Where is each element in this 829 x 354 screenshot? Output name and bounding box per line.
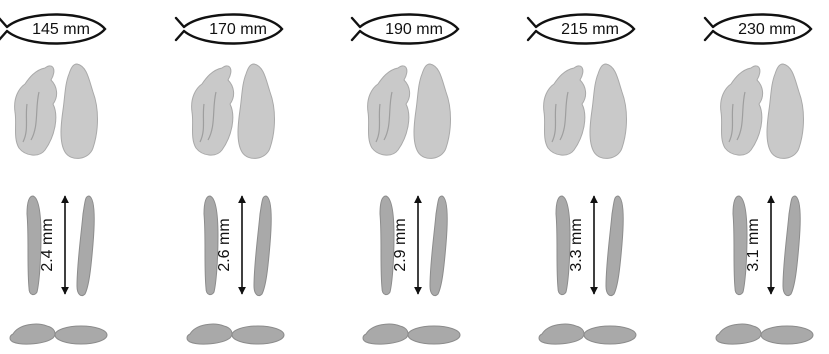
specimen-column: 190 mm 2.9 mm: [352, 14, 460, 344]
otolith-view-left: [721, 66, 763, 155]
otolith-profile-right: [430, 196, 447, 296]
otolith-profile-right: [783, 196, 800, 296]
otolith-view-right: [414, 64, 451, 158]
otolith-view-right: [767, 64, 804, 158]
otolith-base-left: [187, 324, 232, 344]
otolith-base-left: [10, 324, 55, 344]
specimen-column: 145 mm 2.4 mm: [0, 14, 107, 344]
otolith-height-label: 3.3 mm: [568, 218, 585, 271]
fish-length-label: 170 mm: [209, 21, 267, 38]
fish-length-label: 190 mm: [385, 21, 443, 38]
specimen-column: 230 mm 3.1 mm: [705, 14, 813, 344]
otolith-base-left: [539, 324, 584, 344]
specimen-column: 170 mm 2.6 mm: [176, 14, 284, 344]
otolith-view-right: [238, 64, 275, 158]
otolith-view-left: [544, 66, 586, 155]
otolith-base-right: [232, 326, 284, 344]
otolith-view-right: [590, 64, 627, 158]
otolith-height-label: 3.1 mm: [745, 218, 762, 271]
fish-length-label: 215 mm: [561, 21, 619, 38]
otolith-view-left: [15, 66, 57, 155]
otolith-height-label: 2.4 mm: [39, 218, 56, 271]
otolith-view-right: [61, 64, 98, 158]
specimen-column: 215 mm 3.3 mm: [528, 14, 636, 344]
otolith-height-label: 2.6 mm: [216, 218, 233, 271]
otolith-base-right: [584, 326, 636, 344]
otolith-base-right: [408, 326, 460, 344]
otolith-view-left: [368, 66, 410, 155]
fish-length-label: 145 mm: [32, 21, 90, 38]
otolith-profile-right: [254, 196, 271, 296]
otolith-profile-right: [77, 196, 94, 296]
otolith-profile-right: [606, 196, 623, 296]
fish-length-label: 230 mm: [738, 21, 796, 38]
otolith-base-left: [716, 324, 761, 344]
otolith-height-label: 2.9 mm: [392, 218, 409, 271]
otolith-base-left: [363, 324, 408, 344]
otolith-base-right: [55, 326, 107, 344]
otolith-base-right: [761, 326, 813, 344]
otolith-view-left: [192, 66, 234, 155]
